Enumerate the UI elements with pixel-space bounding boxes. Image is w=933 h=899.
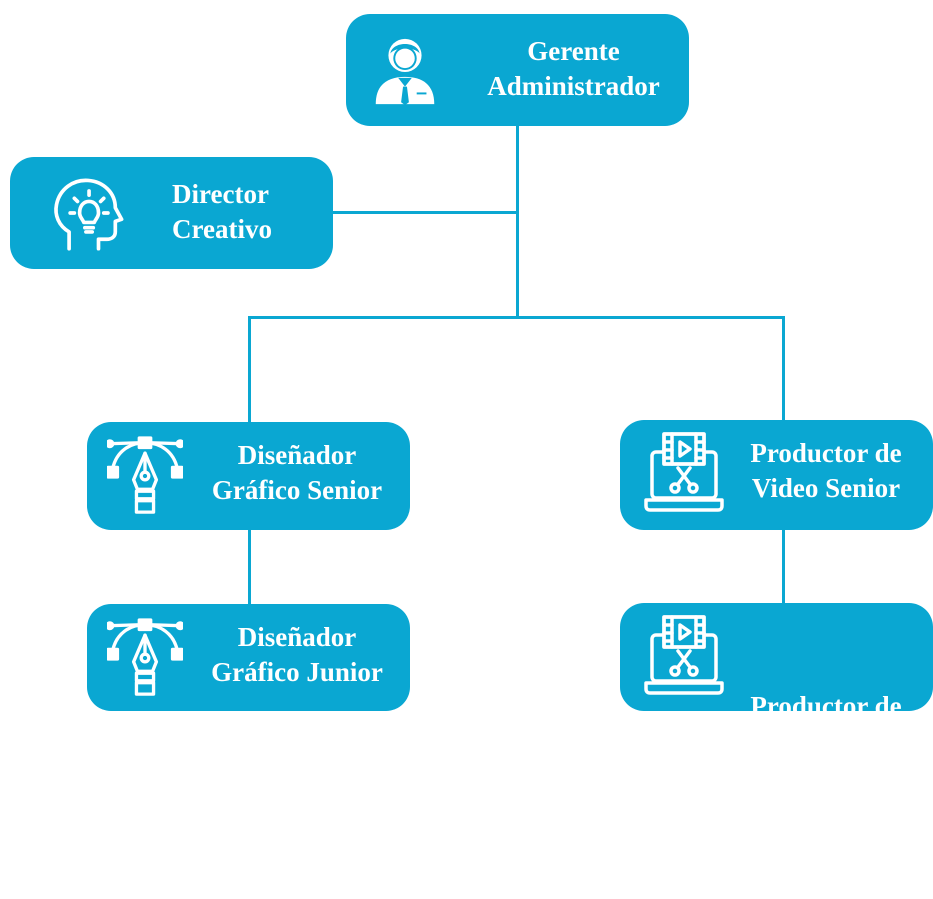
node-productor-video-junior[interactable]: Productor de Video Junior bbox=[620, 603, 933, 826]
manager-person-icon bbox=[366, 32, 444, 110]
video-editing-icon bbox=[642, 613, 726, 701]
node-disenador-grafico-junior[interactable]: Diseñador Gráfico Junior bbox=[87, 604, 410, 711]
video-editing-icon bbox=[642, 430, 726, 518]
connector-video-senior-to-junior bbox=[782, 528, 785, 606]
connector-horizontal-bus bbox=[248, 316, 785, 319]
pen-tool-icon bbox=[107, 618, 183, 698]
label-productor-video-senior: Productor de Video Senior bbox=[750, 438, 902, 503]
connector-director-branch bbox=[333, 211, 518, 214]
label-productor-video-junior: Productor de Video Junior bbox=[747, 691, 905, 826]
node-gerente-administrador[interactable]: Gerente Administrador bbox=[346, 14, 689, 126]
connector-manager-trunk bbox=[516, 126, 519, 316]
label-disenador-grafico-senior: Diseñador Gráfico Senior bbox=[211, 440, 383, 505]
node-director-creativo[interactable]: Director Creativo bbox=[10, 157, 333, 269]
label-disenador-grafico-junior: Diseñador Gráfico Junior bbox=[211, 622, 383, 687]
label-gerente-administrador: Gerente Administrador bbox=[487, 36, 660, 101]
connector-designer-senior-to-junior bbox=[248, 528, 251, 606]
connector-to-video-senior bbox=[782, 316, 785, 422]
label-director-creativo: Director Creativo bbox=[172, 179, 272, 244]
node-productor-video-senior[interactable]: Productor de Video Senior bbox=[620, 420, 933, 530]
node-disenador-grafico-senior[interactable]: Diseñador Gráfico Senior bbox=[87, 422, 410, 530]
org-chart: Gerente Administrador Director Creativo bbox=[10, 14, 933, 826]
connector-to-designer-senior bbox=[248, 316, 251, 422]
idea-head-icon bbox=[46, 171, 130, 255]
pen-tool-icon bbox=[107, 436, 183, 516]
